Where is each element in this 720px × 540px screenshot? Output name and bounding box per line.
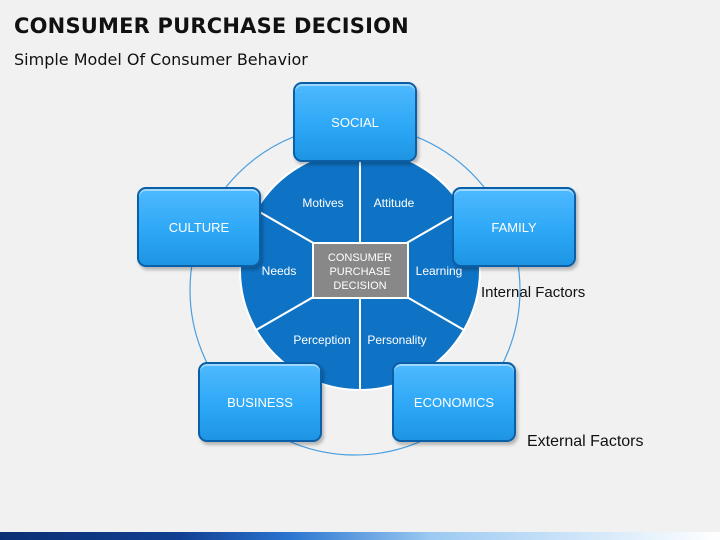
external-factor-label: CULTURE — [168, 219, 230, 235]
external-factor-label: ECONOMICS — [413, 394, 495, 410]
page-title: CONSUMER PURCHASE DECISION — [14, 14, 409, 38]
center-line-1: CONSUMER — [328, 252, 392, 264]
page-subtitle: Simple Model Of Consumer Behavior — [14, 50, 308, 69]
external-factor-label: SOCIAL — [331, 114, 379, 130]
external-factor-business: BUSINESS — [198, 362, 322, 442]
external-factor-label: FAMILY — [491, 219, 537, 235]
center-line-2: PURCHASE — [329, 266, 390, 278]
external-factor-label: BUSINESS — [227, 394, 293, 410]
center-box — [312, 242, 409, 299]
external-factor-social: SOCIAL — [293, 82, 417, 162]
segment-label-needs: Needs — [262, 264, 297, 278]
external-factors-label: External Factors — [527, 433, 644, 450]
external-factor-economics: ECONOMICS — [392, 362, 516, 442]
footer-gradient-bar — [0, 532, 720, 540]
segment-label-attitude: Attitude — [374, 196, 415, 210]
external-factor-culture: CULTURE — [137, 187, 261, 267]
internal-factors-label: Internal Factors — [481, 284, 586, 301]
segment-label-perception: Perception — [293, 333, 350, 347]
segment-label-motives: Motives — [302, 196, 343, 210]
segment-label-personality: Personality — [367, 333, 426, 347]
internal-wheel — [239, 148, 481, 392]
center-line-3: DECISION — [333, 280, 386, 292]
external-factor-family: FAMILY — [452, 187, 576, 267]
segment-label-learning: Learning — [416, 264, 463, 278]
